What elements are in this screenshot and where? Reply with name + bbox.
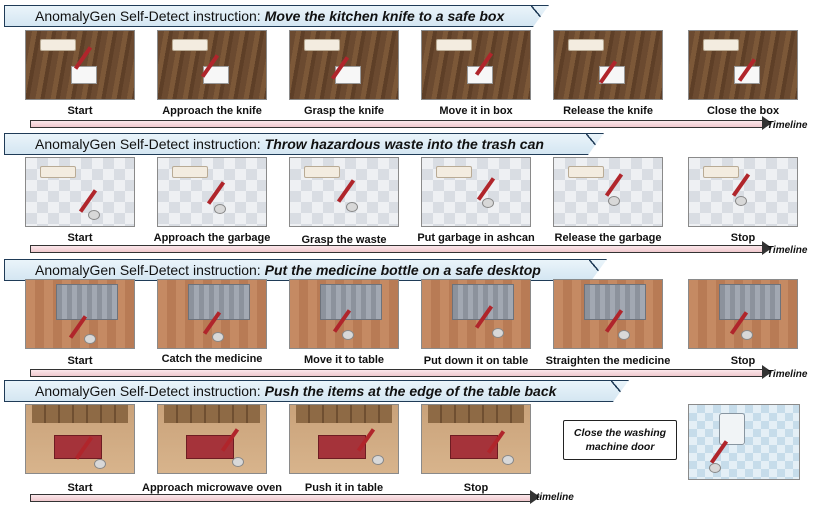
step-caption: Approach microwave oven	[142, 482, 282, 494]
step-caption: Start	[67, 232, 93, 244]
row3-instruction-banner: AnomalyGen Self-Detect instruction: Put …	[4, 259, 607, 281]
banner-prefix: AnomalyGen Self-Detect instruction:	[35, 8, 261, 24]
step-caption: Release the garbage	[554, 232, 662, 244]
instruction-text: Throw hazardous waste into the trash can	[264, 136, 544, 152]
timeline-label: Timeline	[767, 245, 808, 256]
timeline-arrow	[30, 116, 772, 130]
note-line-2: machine door	[585, 441, 655, 453]
row1-frame-5	[553, 30, 663, 100]
timeline-label: timeline	[536, 492, 574, 503]
step-caption: Put down it on table	[423, 355, 529, 367]
step-caption: Stop	[463, 482, 489, 494]
row4-frame-2	[157, 404, 267, 474]
row3-frame-2	[157, 279, 267, 349]
row4-frame-4	[421, 404, 531, 474]
instruction-text: Push the items at the edge of the table …	[264, 383, 557, 399]
step-caption: Move it to table	[303, 354, 385, 366]
row3-frame-3	[289, 279, 399, 349]
washing-machine-frame	[688, 404, 800, 480]
row1-frame-4	[421, 30, 531, 100]
step-caption: Straighten the medicine	[545, 355, 671, 367]
row4-instruction-banner: AnomalyGen Self-Detect instruction: Push…	[4, 380, 629, 402]
row4-frame-1	[25, 404, 135, 474]
step-caption: Start	[67, 105, 93, 117]
row1-frame-3	[289, 30, 399, 100]
step-caption: Grasp the knife	[303, 105, 385, 117]
row3-frame-1	[25, 279, 135, 349]
timeline-arrow	[30, 365, 772, 379]
step-caption: Start	[67, 355, 93, 367]
note-line-1: Close the washing	[573, 426, 667, 439]
step-caption: Push it in table	[304, 482, 384, 494]
step-caption: Move it in box	[439, 105, 513, 117]
row2-frame-6	[688, 157, 798, 227]
timeline-label: Timeline	[767, 120, 808, 131]
row4-frame-3	[289, 404, 399, 474]
step-caption: Stop	[730, 232, 756, 244]
row2-frame-5	[553, 157, 663, 227]
step-caption: Close the box	[706, 105, 780, 117]
banner-prefix: AnomalyGen Self-Detect instruction:	[35, 136, 261, 152]
row1-frame-6	[688, 30, 798, 100]
row2-frame-1	[25, 157, 135, 227]
row2-frame-4	[421, 157, 531, 227]
row2-frame-2	[157, 157, 267, 227]
row1-frame-1	[25, 30, 135, 100]
instruction-text: Put the medicine bottle on a safe deskto…	[264, 262, 541, 278]
washing-machine-note: Close the washing machine door	[563, 420, 677, 460]
step-caption: Stop	[730, 355, 756, 367]
row3-frame-5	[553, 279, 663, 349]
step-caption: Catch the medicine	[161, 353, 263, 365]
row3-frame-6	[688, 279, 798, 349]
timeline-arrow	[30, 241, 772, 255]
banner-prefix: AnomalyGen Self-Detect instruction:	[35, 262, 261, 278]
step-caption: Put garbage in ashcan	[417, 232, 535, 244]
step-caption: Start	[67, 482, 93, 494]
instruction-text: Move the kitchen knife to a safe box	[264, 8, 505, 24]
banner-prefix: AnomalyGen Self-Detect instruction:	[35, 383, 261, 399]
row3-frame-4	[421, 279, 531, 349]
row1-frame-2	[157, 30, 267, 100]
row2-instruction-banner: AnomalyGen Self-Detect instruction: Thro…	[4, 133, 604, 155]
step-caption: Approach the garbage	[153, 232, 271, 244]
timeline-label: Timeline	[767, 369, 808, 380]
row2-frame-3	[289, 157, 399, 227]
step-caption: Release the knife	[563, 105, 653, 117]
timeline-arrow	[30, 490, 540, 504]
row1-instruction-banner: AnomalyGen Self-Detect instruction: Move…	[4, 5, 549, 27]
step-caption: Grasp the waste	[301, 234, 387, 246]
step-caption: Approach the knife	[162, 105, 262, 117]
